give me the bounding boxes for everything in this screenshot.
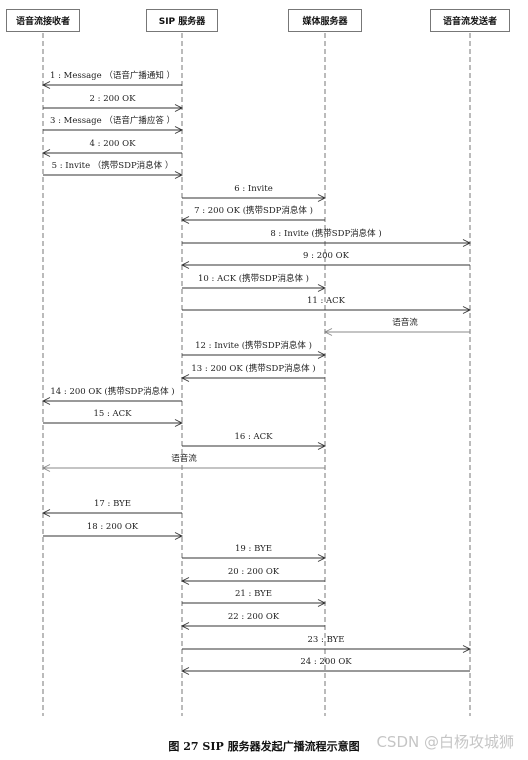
- message-label: 17 : BYE: [94, 499, 131, 509]
- message-arrow: 9 : 200 OK: [180, 251, 470, 269]
- message-label: 18 : 200 OK: [87, 522, 139, 532]
- message-arrow: 13 : 200 OK (携带SDP消息体 ): [180, 363, 325, 382]
- message-label: 4 : 200 OK: [90, 139, 137, 149]
- watermark: CSDN @白杨攻城狮: [376, 733, 514, 751]
- message-label: 11 : ACK: [307, 296, 346, 306]
- message-label: 2 : 200 OK: [90, 94, 137, 104]
- message-label: 8 : Invite (携带SDP消息体 ): [270, 228, 381, 239]
- message-arrow: 8 : Invite (携带SDP消息体 ): [182, 228, 472, 247]
- voice-stream-arrow: 语音流: [323, 317, 470, 336]
- message-arrow: 12 : Invite (携带SDP消息体 ): [182, 340, 327, 359]
- message-label: 21 : BYE: [235, 589, 272, 599]
- voice-stream-label: 语音流: [392, 317, 418, 328]
- message-arrow: 16 : ACK: [182, 432, 327, 450]
- message-arrow: 5 : Invite （携带SDP消息体 ）: [43, 160, 184, 179]
- message-arrow: 6 : Invite: [182, 184, 327, 202]
- message-label: 12 : Invite (携带SDP消息体 ): [195, 340, 312, 351]
- message-label: 10 : ACK (携带SDP消息体 ): [198, 273, 309, 284]
- message-arrow: 4 : 200 OK: [41, 139, 182, 157]
- voice-stream-label: 语音流: [171, 453, 197, 464]
- message-arrow: 2 : 200 OK: [43, 94, 184, 112]
- message-label: 1 : Message （语音广播通知 ）: [50, 70, 175, 81]
- message-label: 9 : 200 OK: [303, 251, 350, 261]
- message-label: 24 : 200 OK: [300, 657, 352, 667]
- message-label: 5 : Invite （携带SDP消息体 ）: [52, 160, 174, 171]
- message-arrow: 23 : BYE: [182, 635, 472, 653]
- message-arrow: 11 : ACK: [182, 296, 472, 314]
- message-arrow: 3 : Message （语音广播应答 ）: [43, 115, 184, 134]
- voice-stream-arrow: 语音流: [41, 453, 325, 472]
- message-label: 14 : 200 OK (携带SDP消息体 ): [50, 386, 174, 397]
- diagram-canvas: 1 : Message （语音广播通知 ） 2 : 200 OK 3 : Messa…: [41, 33, 472, 716]
- message-label: 22 : 200 OK: [228, 612, 280, 622]
- message-label: 13 : 200 OK (携带SDP消息体 ): [191, 363, 315, 374]
- message-arrow: 14 : 200 OK (携带SDP消息体 ): [41, 386, 182, 405]
- message-arrow: 1 : Message （语音广播通知 ）: [41, 70, 182, 89]
- actor-voice-receiver: 语音流接收者: [6, 9, 80, 32]
- message-label: 3 : Message （语音广播应答 ）: [50, 115, 175, 126]
- actor-media-server: 媒体服务器: [288, 9, 362, 32]
- message-label: 16 : ACK: [234, 432, 273, 442]
- message-arrow: 20 : 200 OK: [180, 567, 325, 585]
- message-arrow: 21 : BYE: [182, 589, 327, 607]
- message-label: 23 : BYE: [308, 635, 345, 645]
- actor-voice-sender: 语音流发送者: [430, 9, 510, 32]
- message-arrow: 15 : ACK: [43, 409, 184, 427]
- message-label: 20 : 200 OK: [228, 567, 280, 577]
- actor-sip-server: SIP 服务器: [146, 9, 218, 32]
- message-label: 6 : Invite: [234, 184, 272, 194]
- message-arrow: 17 : BYE: [41, 499, 182, 517]
- message-arrow: 18 : 200 OK: [43, 522, 184, 540]
- message-label: 7 : 200 OK (携带SDP消息体 ): [194, 205, 313, 216]
- message-label: 19 : BYE: [235, 544, 272, 554]
- message-arrow: 24 : 200 OK: [180, 657, 470, 675]
- message-arrow: 7 : 200 OK (携带SDP消息体 ): [180, 205, 325, 224]
- message-label: 15 : ACK: [93, 409, 132, 419]
- message-arrow: 19 : BYE: [182, 544, 327, 562]
- message-arrow: 22 : 200 OK: [180, 612, 325, 630]
- figure-caption: 图 27 SIP 服务器发起广播流程示意图: [168, 740, 360, 753]
- message-arrow: 10 : ACK (携带SDP消息体 ): [182, 273, 327, 292]
